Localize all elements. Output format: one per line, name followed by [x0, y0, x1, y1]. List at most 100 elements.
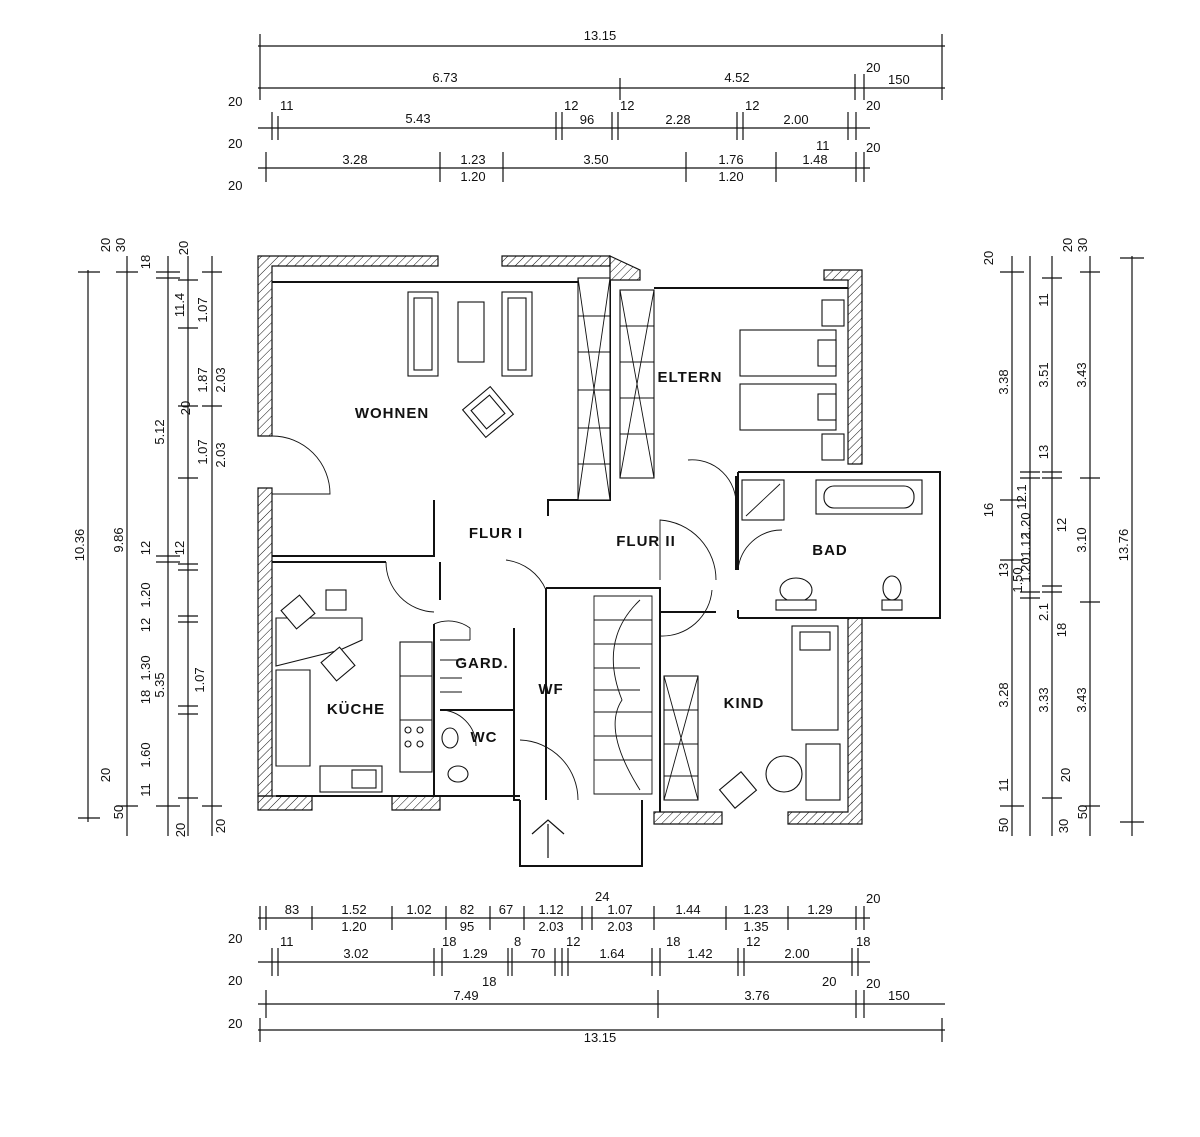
room-labels: WOHNEN ELTERN FLUR I FLUR II BAD KÜCHE G… — [327, 369, 848, 746]
dimension-chains-right: 20 3.38 16 13 3.28 11 50 12.1 1.20 1.12 … — [981, 238, 1144, 836]
dim-right-11: 11 — [996, 778, 1011, 792]
dim-bot-20b: 20 — [228, 931, 242, 946]
dim-bot-1-20: 1.20 — [341, 919, 366, 934]
dim-left-1-07: 1.07 — [195, 297, 210, 322]
dim-top-total: 13.15 — [584, 28, 617, 43]
dim-bot-18a: 18 — [442, 934, 456, 949]
dim-top-3-50: 3.50 — [583, 152, 608, 167]
dim-top-1-76: 1.76 — [718, 152, 743, 167]
dimension-chains-left: 10.36 9.86 20 30 50 20 18 5.12 12 5.35 2… — [72, 238, 228, 837]
dim-right-18: 18 — [1054, 623, 1069, 637]
room-label-kueche: KÜCHE — [327, 701, 385, 718]
dim-left-20-bot2: 20 — [213, 819, 228, 833]
dim-bot-70: 70 — [531, 946, 545, 961]
dim-bot-18b: 18 — [666, 934, 680, 949]
dim-right-total: 13.76 — [1116, 529, 1131, 562]
dim-bot-2-03b: 2.03 — [607, 919, 632, 934]
dim-right-1-50: 1.50 — [1010, 567, 1025, 592]
dim-top-3-28: 3.28 — [342, 152, 367, 167]
dim-left-11-4: 11.4 — [172, 293, 187, 317]
dim-right-3-51: 3.51 — [1036, 362, 1051, 387]
dim-right-3-10: 3.10 — [1074, 527, 1089, 552]
wall-lines — [272, 280, 941, 867]
dim-bot-150: 150 — [888, 988, 910, 1003]
dim-bot-1-23: 1.23 — [743, 902, 768, 917]
room-label-flur-1: FLUR I — [469, 525, 523, 542]
dim-left-20-top: 20 — [98, 238, 113, 252]
dim-bot-2-00: 2.00 — [784, 946, 809, 961]
dim-left-1-07b: 1.07 — [195, 439, 210, 464]
dim-right-20: 20 — [1058, 768, 1073, 782]
dim-top-96: 96 — [580, 112, 594, 127]
dim-left-1-20: 1.20 — [138, 582, 153, 607]
dim-top-4-52: 4.52 — [724, 70, 749, 85]
dim-top-20b: 20 — [228, 94, 242, 109]
dim-left-12c: 12 — [138, 618, 153, 632]
dim-bot-1-35: 1.35 — [743, 919, 768, 934]
dim-top-1-48: 1.48 — [802, 152, 827, 167]
dim-right-2-1: 2.1 — [1036, 603, 1051, 621]
dim-top-20f: 20 — [228, 178, 242, 193]
dim-right-20-top: 20 — [981, 251, 996, 265]
dim-top-20d: 20 — [228, 136, 242, 151]
dim-left-20: 20 — [178, 401, 193, 415]
dim-left-18b: 18 — [138, 690, 153, 704]
dim-right-20-top2: 20 — [1060, 238, 1075, 252]
dim-bot-18d: 18 — [482, 974, 496, 989]
dim-left-12b: 12 — [172, 541, 187, 555]
dim-left-1-87: 1.87 — [195, 367, 210, 392]
dim-bot-20f: 20 — [228, 1016, 242, 1031]
dim-left-1-07c: 1.07 — [192, 667, 207, 692]
dim-bot-1-02: 1.02 — [406, 902, 431, 917]
dim-top-12a: 12 — [564, 98, 578, 113]
dim-right-13: 13 — [996, 563, 1011, 577]
dim-bot-24: 24 — [595, 889, 609, 904]
furniture — [275, 277, 923, 858]
dim-right-1-20b: 1.20 — [1018, 557, 1033, 582]
dim-top-2-28: 2.28 — [665, 112, 690, 127]
doors — [271, 435, 783, 801]
dim-bot-1-29b: 1.29 — [462, 946, 487, 961]
room-label-flur-2: FLUR II — [616, 533, 676, 550]
dim-bot-12a: 12 — [566, 934, 580, 949]
dim-left-1-60: 1.60 — [138, 742, 153, 767]
dim-right-30-top: 30 — [1075, 238, 1090, 252]
dim-right-3-43b: 3.43 — [1074, 687, 1089, 712]
dim-top-1-20b: 1.20 — [718, 169, 743, 184]
dim-bot-18c: 18 — [856, 934, 870, 949]
dim-left-1-30: 1.30 — [138, 655, 153, 680]
dim-right-3-43a: 3.43 — [1074, 362, 1089, 387]
dim-bot-1-07: 1.07 — [607, 902, 632, 917]
dim-bot-20d: 20 — [822, 974, 836, 989]
dim-bot-7-49: 7.49 — [453, 988, 478, 1003]
dim-top-5-43: 5.43 — [405, 111, 430, 126]
room-label-bad: BAD — [812, 542, 848, 559]
dim-right-12-1: 12.1 — [1014, 484, 1029, 509]
dim-right-3-28: 3.28 — [996, 682, 1011, 707]
dim-top-12c: 12 — [745, 98, 759, 113]
dim-right-1-20a: 1.20 — [1018, 512, 1033, 537]
dim-left-total: 10.36 — [72, 529, 87, 562]
room-label-wf: WF — [538, 681, 563, 698]
dim-bot-1-64: 1.64 — [599, 946, 624, 961]
dim-bot-95: 95 — [460, 919, 474, 934]
dim-bot-total: 13.15 — [584, 1030, 617, 1045]
dim-top-20e: 20 — [866, 140, 880, 155]
dim-top-6-73: 6.73 — [432, 70, 457, 85]
dim-bot-3-76: 3.76 — [744, 988, 769, 1003]
dim-bot-83: 83 — [285, 902, 299, 917]
room-label-kind: KIND — [724, 695, 765, 712]
dim-bot-2-03a: 2.03 — [538, 919, 563, 934]
dim-left-20-bot: 20 — [173, 823, 188, 837]
room-label-eltern: ELTERN — [658, 369, 723, 386]
dim-top-20c: 20 — [866, 98, 880, 113]
dim-left-18: 18 — [138, 255, 153, 269]
dim-top-11b: 11 — [816, 138, 830, 153]
dim-left-9-86: 9.86 — [111, 527, 126, 552]
dim-bot-20a: 20 — [866, 891, 880, 906]
dim-left-20-top2: 20 — [176, 241, 191, 255]
dim-top-2-00: 2.00 — [783, 112, 808, 127]
dim-bot-82: 82 — [460, 902, 474, 917]
dim-right-11b: 11 — [1036, 293, 1051, 307]
